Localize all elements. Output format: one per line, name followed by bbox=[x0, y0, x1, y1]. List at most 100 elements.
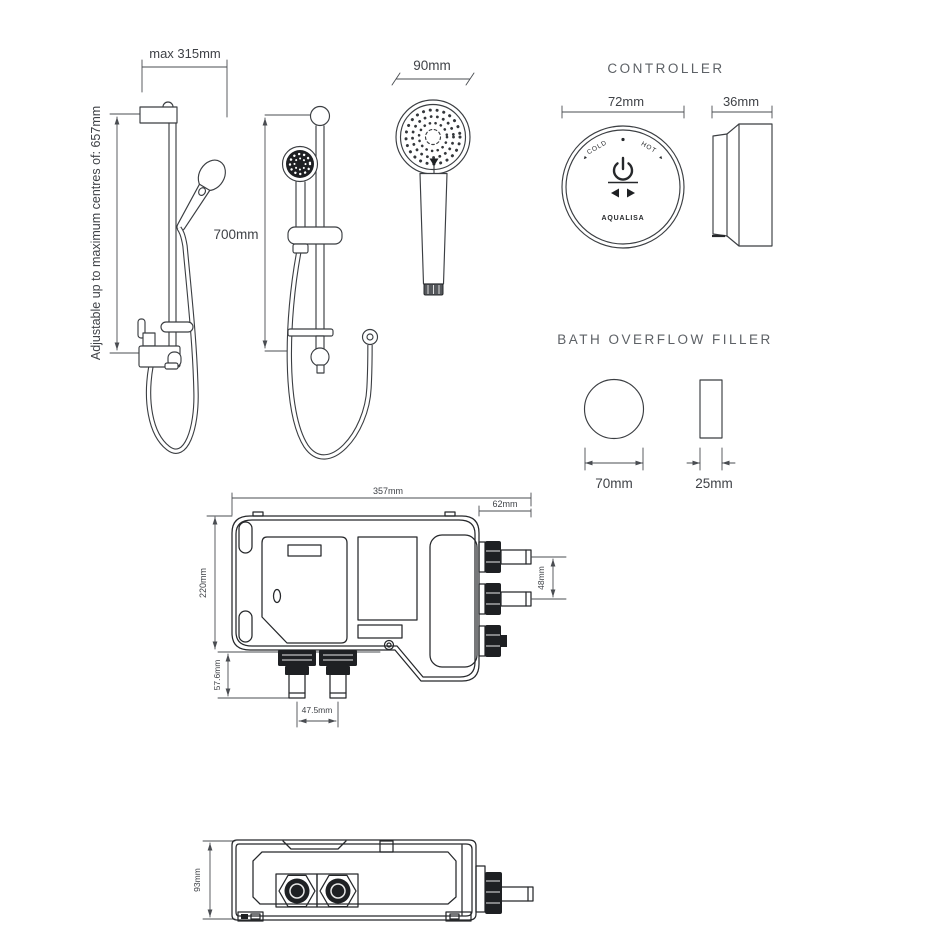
dim-62-lines bbox=[478, 505, 532, 518]
foot-left-pad bbox=[241, 914, 248, 919]
dim-25-lines bbox=[686, 447, 736, 471]
outlet-nut-2 bbox=[485, 583, 501, 615]
nut-ridges-3 bbox=[486, 634, 500, 647]
mode-toggle-paddle bbox=[429, 158, 439, 166]
side-nut bbox=[485, 872, 502, 914]
handset-face-dark bbox=[286, 150, 314, 178]
side-flange bbox=[475, 865, 486, 913]
top-recess bbox=[282, 840, 347, 850]
left-internal-panel bbox=[261, 536, 348, 644]
controller-body-side bbox=[738, 123, 773, 247]
dim-72-lines bbox=[561, 105, 685, 119]
nut-ridges-1 bbox=[486, 550, 500, 563]
hose-inner bbox=[147, 227, 198, 453]
hose-end-connector bbox=[361, 328, 379, 346]
handset-handle-front bbox=[295, 181, 306, 228]
handset-holder bbox=[287, 226, 343, 245]
screw-boss bbox=[383, 639, 395, 651]
side-outline-outer bbox=[231, 839, 477, 921]
dim-357-label: 357mm bbox=[373, 486, 403, 496]
left-arrow-icon bbox=[611, 188, 619, 198]
lower-internal-panel bbox=[357, 624, 403, 639]
dim-adjustable-label: Adjustable up to maximum centres of: 657… bbox=[89, 106, 103, 360]
handset-figure: 90mm bbox=[391, 58, 475, 296]
holder-collar bbox=[292, 243, 309, 254]
inlet-hex-2 bbox=[319, 874, 357, 908]
hose-end-hole bbox=[366, 333, 374, 341]
processor-body-front bbox=[231, 511, 480, 682]
dim-700-label: 700mm bbox=[213, 227, 258, 242]
thread-ridges bbox=[427, 285, 440, 294]
inlet-nut-2 bbox=[319, 650, 357, 666]
side-outline-inner bbox=[235, 843, 473, 917]
molded-recess-panel bbox=[252, 851, 457, 905]
bottom-stem bbox=[315, 335, 325, 350]
dial-top-dot bbox=[621, 137, 625, 142]
handset-handle bbox=[419, 172, 448, 285]
spray-dots-ring3 bbox=[417, 121, 449, 153]
outlet-flange-2 bbox=[478, 583, 486, 615]
controller-taper bbox=[726, 123, 740, 247]
rail-top-knob bbox=[309, 105, 331, 127]
bath-overflow-title: BATH OVERFLOW FILLER bbox=[557, 332, 773, 347]
dim-70-label: 70mm bbox=[595, 476, 633, 491]
dim-93-label: 93mm bbox=[192, 868, 202, 892]
side-nut-ridges bbox=[486, 880, 500, 904]
overflow-filler-side bbox=[699, 379, 723, 439]
dim-72-label: 72mm bbox=[608, 94, 644, 109]
handset-drawing bbox=[395, 99, 471, 296]
bottom-tail bbox=[316, 364, 325, 374]
hose-front-inner bbox=[287, 250, 372, 459]
inlet-connectors bbox=[278, 650, 357, 699]
spray-ring-inner bbox=[293, 157, 307, 171]
inlet-pipe-2 bbox=[329, 675, 347, 699]
dim-62-label: 62mm bbox=[492, 499, 517, 509]
dim-70-lines bbox=[584, 447, 644, 471]
rail-slider-clamp bbox=[160, 321, 194, 333]
rail-bottom-knob bbox=[310, 347, 330, 367]
inlet-hex-1 bbox=[278, 874, 316, 908]
dim-93-lines bbox=[202, 840, 236, 920]
middle-internal-panel bbox=[357, 536, 418, 621]
rail-side-drawing bbox=[137, 101, 226, 454]
inlet-pipe-1 bbox=[288, 675, 306, 699]
foot-right-clip bbox=[449, 913, 460, 920]
side-pipe bbox=[502, 886, 534, 902]
panel-oval bbox=[272, 588, 282, 604]
rail-front-drawing bbox=[281, 105, 379, 460]
controller-backplate bbox=[712, 133, 728, 237]
corner-slot-bottom-left bbox=[238, 610, 253, 643]
dim-657-lines bbox=[109, 113, 141, 354]
inlet-nut-1 bbox=[278, 650, 316, 666]
dim-47-lines bbox=[296, 701, 339, 728]
foot-right bbox=[445, 911, 472, 922]
inlet-collar-2 bbox=[326, 666, 350, 675]
controller-side-drawing bbox=[712, 123, 773, 247]
outlet-flange-3 bbox=[478, 625, 486, 657]
brand-label: AQUALISA bbox=[602, 215, 645, 222]
handset-head-inner bbox=[399, 103, 467, 171]
body-outline-inner bbox=[235, 519, 476, 678]
nut-ridges-2 bbox=[486, 592, 500, 605]
wall-bracket bbox=[139, 106, 178, 124]
dim-max-width-label: max 315mm bbox=[149, 46, 221, 61]
dim-90-lines bbox=[391, 72, 475, 86]
inlet-ring-2-inner bbox=[330, 883, 346, 899]
top-tab-left bbox=[252, 511, 264, 517]
bracket-notch bbox=[162, 101, 174, 108]
dim-57-lines bbox=[217, 653, 303, 699]
hot-arrow-marker: ▸ bbox=[658, 155, 664, 161]
rail-bottom-bracket bbox=[287, 328, 334, 337]
body-outline-outer bbox=[231, 515, 480, 682]
outlet-flange-1 bbox=[478, 541, 486, 573]
shower-rail-side-figure: max 315mm Adjustable up to maximum centr… bbox=[89, 46, 228, 454]
dim-357-lines bbox=[231, 492, 532, 516]
controller-title: CONTROLLER bbox=[607, 61, 724, 76]
hose-outer bbox=[145, 226, 199, 454]
dim-48-lines bbox=[530, 556, 567, 600]
dim-max-width-lines bbox=[141, 59, 228, 118]
dim-57-label: 57.6mm bbox=[212, 660, 222, 691]
spray-dots-ring2 bbox=[411, 115, 455, 159]
